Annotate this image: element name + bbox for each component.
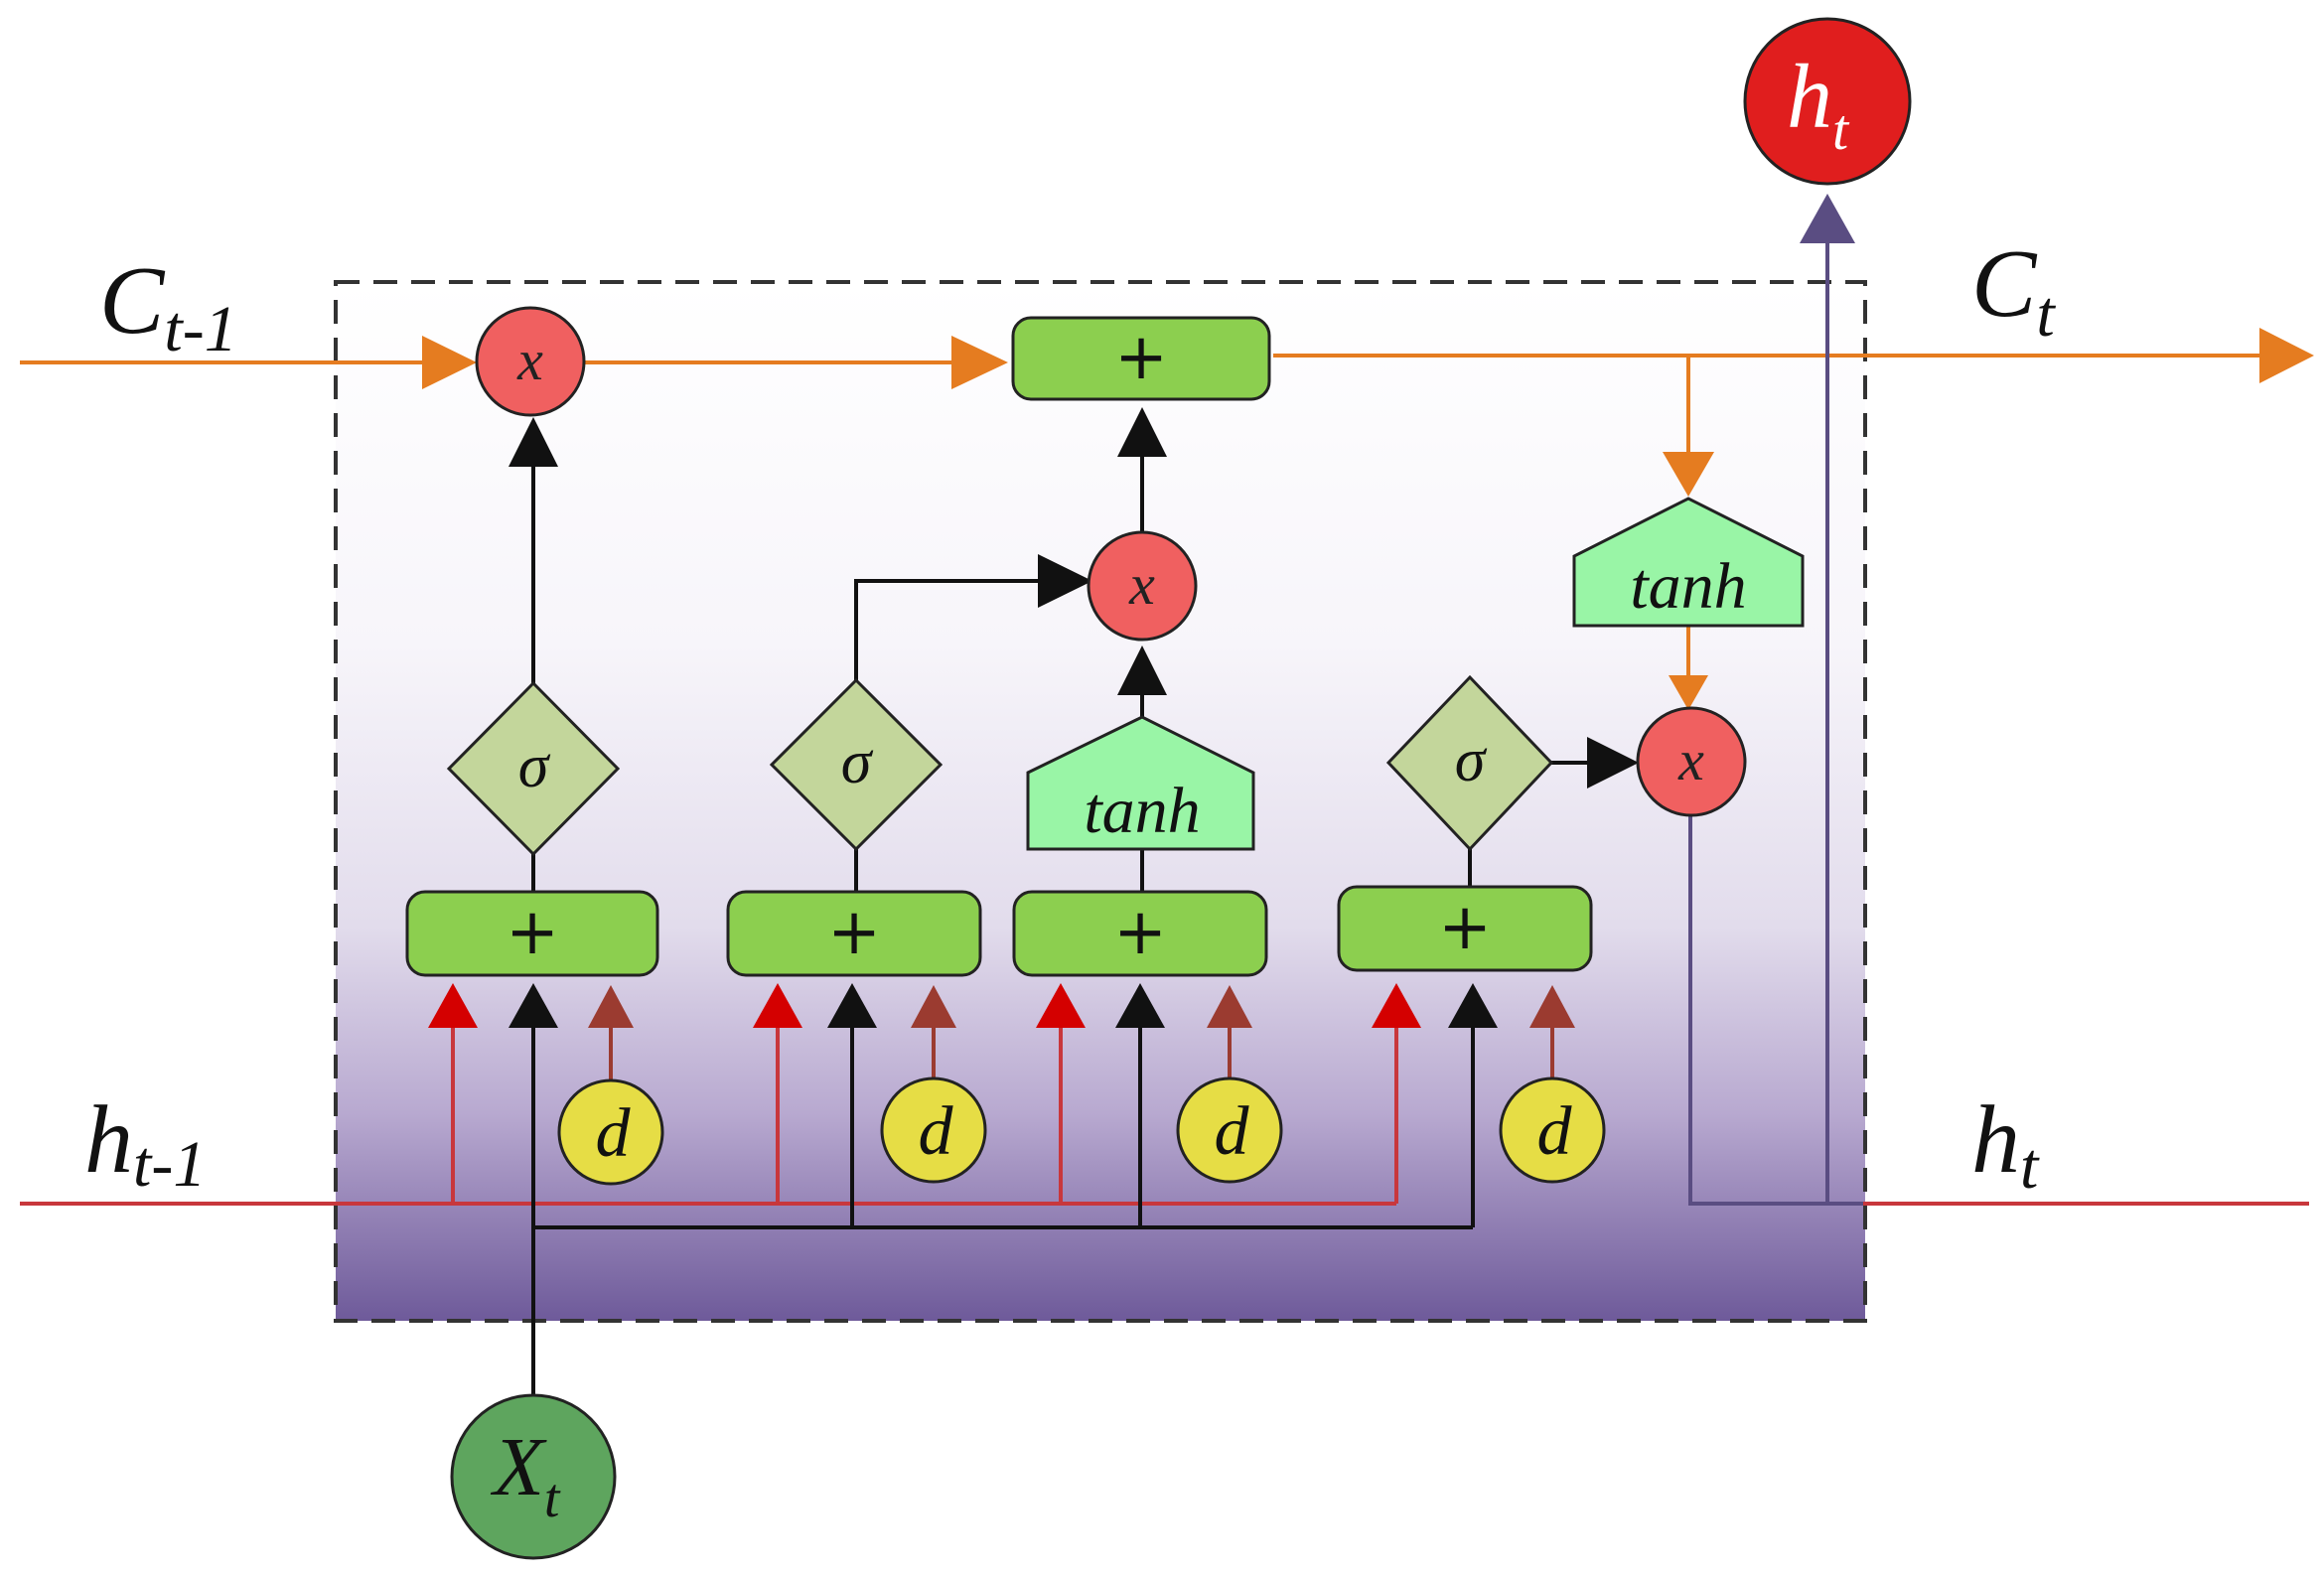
- input-gate-add: +: [726, 890, 982, 977]
- candidate-add: +: [1012, 890, 1268, 977]
- svg-text:d: d: [1215, 1093, 1250, 1170]
- svg-text:d: d: [1537, 1093, 1573, 1170]
- cell-add-node: +: [1011, 316, 1271, 401]
- h-next-label: ht: [1971, 1086, 2040, 1203]
- svg-text:+: +: [1438, 891, 1492, 964]
- c-prev-label: Ct-1: [99, 247, 237, 365]
- forget-sigma-node: σ: [446, 680, 621, 857]
- svg-text:x: x: [1677, 728, 1704, 792]
- hidden-state-path: [20, 1023, 2309, 1206]
- candidate-tanh-node: tanh: [1026, 715, 1255, 851]
- svg-text:σ: σ: [518, 733, 551, 800]
- svg-text:x: x: [516, 328, 543, 392]
- input-multiply-node: x: [1087, 530, 1198, 642]
- svg-text:σ: σ: [841, 729, 874, 796]
- svg-text:x: x: [1128, 552, 1155, 617]
- output-multiply-node: x: [1636, 706, 1747, 817]
- input-x-path: [531, 1023, 1475, 1425]
- gate-connectors: [508, 407, 1639, 892]
- svg-text:Xt: Xt: [491, 1421, 561, 1529]
- cell-state-path: [20, 328, 2314, 710]
- svg-text:+: +: [827, 896, 881, 969]
- cell-tanh-node: tanh: [1572, 497, 1805, 628]
- svg-text:σ: σ: [1455, 727, 1488, 794]
- svg-text:ht: ht: [1787, 46, 1850, 162]
- hidden-input-arrowheads: [428, 983, 1421, 1028]
- dropout-node: d: [1176, 1076, 1283, 1184]
- dropout-arrows: [588, 985, 1575, 1082]
- h-prev-label: ht-1: [84, 1086, 206, 1201]
- output-gate-add: +: [1337, 885, 1593, 972]
- input-xt-node: Xt: [450, 1393, 617, 1560]
- dropout-node: d: [1499, 1076, 1606, 1184]
- svg-text:tanh: tanh: [1084, 775, 1200, 847]
- svg-text:+: +: [506, 896, 559, 969]
- hidden-output-path: [1688, 194, 1863, 1206]
- input-x-arrowheads: [508, 983, 1498, 1028]
- svg-text:tanh: tanh: [1630, 550, 1746, 623]
- dropout-node: d: [557, 1078, 664, 1186]
- dropout-node: d: [880, 1076, 987, 1184]
- forget-multiply-node: x: [475, 306, 586, 417]
- svg-text:d: d: [919, 1093, 954, 1170]
- svg-text:d: d: [596, 1095, 632, 1172]
- svg-text:+: +: [1113, 896, 1167, 969]
- input-sigma-node: σ: [769, 677, 944, 852]
- forget-gate-add: +: [405, 890, 659, 977]
- output-ht-node: ht: [1743, 17, 1912, 186]
- svg-text:+: +: [1114, 321, 1168, 394]
- c-next-label: Ct: [1971, 230, 2056, 351]
- output-sigma-node: σ: [1385, 674, 1554, 852]
